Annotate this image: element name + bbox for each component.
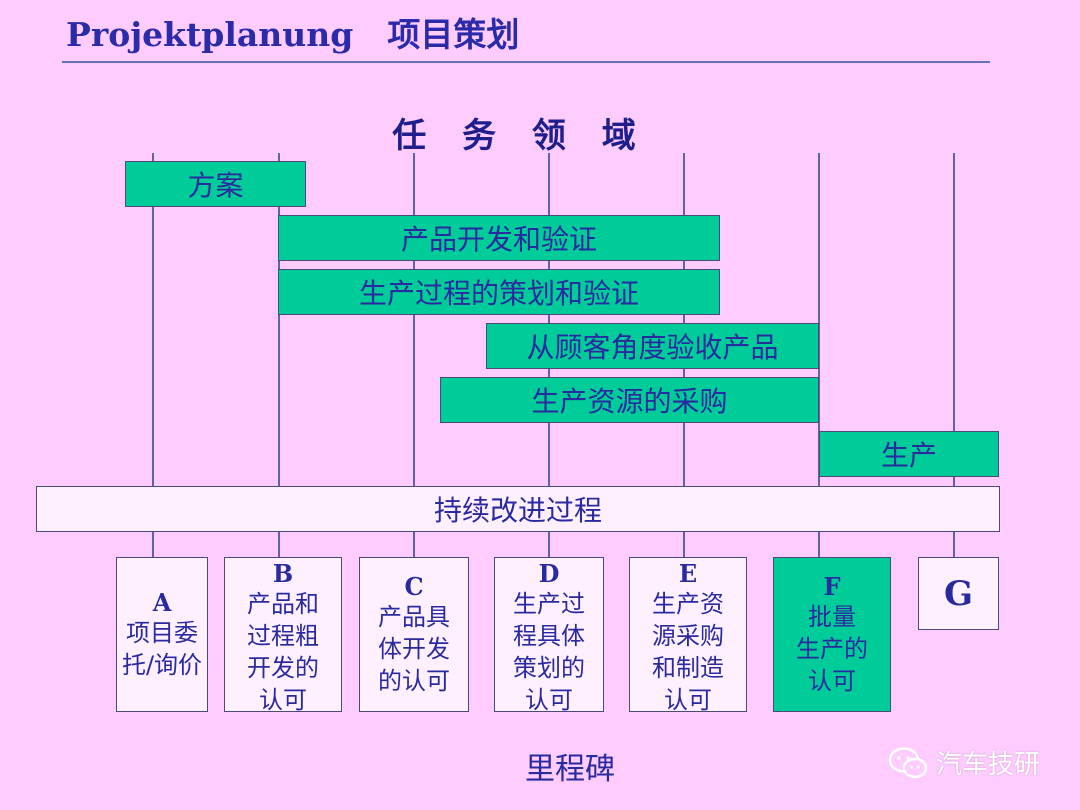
milestone-text: 生产资 (652, 590, 724, 618)
milestone-text: 的认可 (378, 666, 450, 695)
milestone-line-g (953, 153, 955, 559)
page-title: Projektplanung 项目策划 (66, 8, 519, 56)
milestone-letter: C (404, 571, 424, 601)
milestone-f: F 批量 生产的 认可 (773, 557, 891, 712)
milestone-text: 项目委 (126, 618, 198, 647)
milestone-b: B 产品和 过程粗 开发的 认可 (224, 557, 342, 712)
milestone-text: 产品和 (247, 590, 319, 618)
milestone-line-a (152, 153, 154, 559)
milestones-label: 里程碑 (525, 752, 615, 787)
milestone-letter: F (823, 571, 841, 601)
wechat-icon (888, 746, 928, 778)
milestone-text: 策划的 (513, 654, 585, 682)
task-bar-product-development: 产品开发和验证 (278, 215, 720, 261)
continuous-improvement-bar: 持续改进过程 (36, 486, 1000, 532)
milestone-text: 生产的 (796, 634, 868, 663)
milestone-text: 开发的 (247, 654, 319, 682)
milestone-line-f (818, 153, 820, 559)
milestone-text: 程具体 (513, 622, 585, 650)
milestone-line-c (413, 153, 415, 559)
milestone-c: C 产品具 体开发 的认可 (359, 557, 469, 712)
milestone-text: 认可 (664, 686, 712, 712)
milestone-text: 过程粗 (247, 622, 319, 650)
milestone-text: 批量 (808, 602, 856, 631)
milestone-d: D 生产过 程具体 策划的 认可 (494, 557, 604, 712)
watermark-text: 汽车技研 (936, 750, 1041, 780)
milestone-letter: A (152, 587, 172, 617)
milestone-text: 托/询价 (121, 650, 203, 679)
milestone-text: 认可 (808, 666, 856, 695)
task-bar-customer-acceptance: 从顾客角度验收产品 (486, 323, 819, 369)
task-bar-procurement: 生产资源的采购 (440, 377, 819, 423)
milestone-letter: G (943, 573, 974, 614)
diagram-heading: 任 务 领 域 (392, 116, 648, 156)
milestone-text: 认可 (525, 686, 573, 712)
milestone-text: 认可 (259, 686, 307, 712)
title-latin: Projektplanung (66, 15, 354, 54)
milestone-letter: D (538, 559, 560, 588)
watermark: 汽车技研 (888, 744, 1040, 781)
milestone-line-b (278, 153, 280, 559)
milestone-text: 产品具 (378, 602, 450, 631)
title-chinese: 项目策划 (387, 15, 520, 54)
milestone-text: 生产过 (513, 590, 585, 618)
milestone-e: E 生产资 源采购 和制造 认可 (629, 557, 747, 712)
milestone-a: A 项目委 托/询价 (116, 557, 208, 712)
milestone-text: 和制造 (652, 654, 724, 682)
milestone-letter: B (272, 559, 294, 588)
title-divider (62, 61, 990, 63)
milestone-g: G (918, 557, 999, 630)
task-bar-concept: 方案 (125, 161, 306, 207)
milestone-text: 体开发 (378, 634, 450, 663)
task-bar-production: 生产 (819, 431, 999, 477)
milestone-text: 源采购 (652, 622, 724, 650)
task-bar-process-planning: 生产过程的策划和验证 (278, 269, 720, 315)
milestone-letter: E (678, 559, 698, 588)
